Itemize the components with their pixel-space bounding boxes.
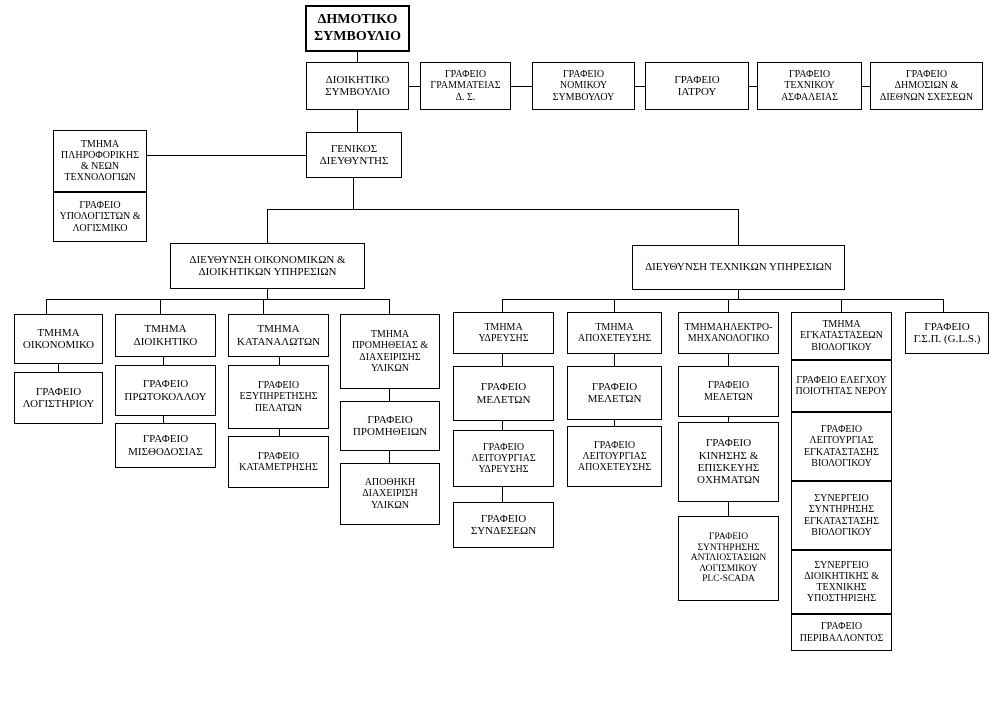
tech-office-sewerage-studies: ΓΡΑΦΕΙΟ ΜΕΛΕΤΩΝ bbox=[567, 366, 662, 420]
tech-office-sewerage-operation: ΓΡΑΦΕΙΟ ΛΕΙΤΟΥΡΓΙΑΣ ΑΠΟΧΕΤΕΥΣΗΣ bbox=[567, 426, 662, 487]
administrative-board-box: ΔΙΟΙΚΗΤΙΚΟ ΣΥΜΒΟΥΛΙΟ bbox=[306, 62, 409, 110]
it-department-box: ΤΜΗΜΑ ΠΛΗΡΟΦΟΡΙΚΗΣ & ΝΕΩΝ ΤΕΧΝΟΛΟΓΙΩΝ bbox=[53, 130, 147, 192]
finance-office-customer-service: ΓΡΑΦΕΙΟ ΕΞΥΠΗΡΕΤΗΣΗΣ ΠΕΛΑΤΩΝ bbox=[228, 365, 329, 429]
staff-office-legal: ΓΡΑΦΕΙΟ ΝΟΜΙΚΟΥ ΣΥΜΒΟΥΛΟΥ bbox=[532, 62, 635, 110]
staff-office-safety: ΓΡΑΦΕΙΟ ΤΕΧΝΙΚΟΥ ΑΣΦΑΛΕΙΑΣ bbox=[757, 62, 862, 110]
tech-dept-biological: ΤΜΗΜΑ ΕΓΚΑΤΑΣΤΑΣΕΩΝ ΒΙΟΛΟΓΙΚΟΥ bbox=[791, 312, 892, 360]
finance-directorate-box: ΔΙΕΥΘΥΝΣΗ ΟΙΚΟΝΟΜΙΚΩΝ & ΔΙΟΙΚΗΤΙΚΩΝ ΥΠΗΡ… bbox=[170, 243, 365, 289]
tech-office-em-studies: ΓΡΑΦΕΙΟ ΜΕΛΕΤΩΝ bbox=[678, 366, 779, 417]
general-director-box: ΓΕΝΙΚΟΣ ΔΙΕΥΘΥΝΤΗΣ bbox=[306, 132, 402, 178]
technical-directorate-box: ΔΙΕΥΘΥΝΣΗ ΤΕΧΝΙΚΩΝ ΥΠΗΡΕΣΙΩΝ bbox=[632, 245, 845, 290]
finance-office-metering: ΓΡΑΦΕΙΟ ΚΑΤΑΜΕΤΡΗΣΗΣ bbox=[228, 436, 329, 488]
tech-workshop-biological-maintenance: ΣΥΝΕΡΓΕΙΟ ΣΥΝΤΗΡΗΣΗΣ ΕΓΚΑΤΑΣΤΑΣΗΣ ΒΙΟΛΟΓ… bbox=[791, 481, 892, 550]
tech-office-vehicles: ΓΡΑΦΕΙΟ ΚΙΝΗΣΗΣ & ΕΠΙΣΚΕΥΗΣ ΟΧΗΜΑΤΩΝ bbox=[678, 422, 779, 502]
tech-dept-sewerage: ΤΜΗΜΑ ΑΠΟΧΕΤΕΥΣΗΣ bbox=[567, 312, 662, 354]
staff-office-public-relations: ΓΡΑΦΕΙΟ ΔΗΜΟΣΙΩΝ & ΔΙΕΘΝΩΝ ΣΧΕΣΕΩΝ bbox=[870, 62, 983, 110]
tech-office-connections: ΓΡΑΦΕΙΟ ΣΥΝΔΕΣΕΩΝ bbox=[453, 502, 554, 548]
tech-office-biological-operation: ΓΡΑΦΕΙΟ ΛΕΙΤΟΥΡΓΙΑΣ ΕΓΚΑΤΑΣΤΑΣΗΣ ΒΙΟΛΟΓΙ… bbox=[791, 412, 892, 481]
finance-office-accounting: ΓΡΑΦΕΙΟ ΛΟΓΙΣΤΗΡΙΟΥ bbox=[14, 372, 103, 424]
finance-office-payroll: ΓΡΑΦΕΙΟ ΜΙΣΘΟΔΟΣΙΑΣ bbox=[115, 423, 216, 468]
tech-office-environment: ΓΡΑΦΕΙΟ ΠΕΡΙΒΑΛΛΟΝΤΟΣ bbox=[791, 614, 892, 651]
it-office-box: ΓΡΑΦΕΙΟ ΥΠΟΛΟΓΙΣΤΩΝ & ΛΟΓΙΣΜΙΚΟ bbox=[53, 192, 147, 242]
finance-dept-economic: ΤΜΗΜΑ ΟΙΚΟΝΟΜΙΚΟ bbox=[14, 314, 103, 364]
tech-workshop-support: ΣΥΝΕΡΓΕΙΟ ΔΙΟΙΚΗΤΙΚΗΣ & ΤΕΧΝΙΚΗΣ ΥΠΟΣΤΗΡ… bbox=[791, 550, 892, 614]
finance-office-warehouse: ΑΠΟΘΗΚΗ ΔΙΑΧΕΙΡΙΣΗ ΥΛΙΚΩΝ bbox=[340, 463, 440, 525]
finance-office-procurement: ΓΡΑΦΕΙΟ ΠΡΟΜΗΘΕΙΩΝ bbox=[340, 401, 440, 451]
tech-office-water-quality: ΓΡΑΦΕΙΟ ΕΛΕΓΧΟΥ ΠΟΙΟΤΗΤΑΣ ΝΕΡΟΥ bbox=[791, 360, 892, 412]
finance-dept-administrative: ΤΜΗΜΑ ΔΙΟΙΚΗΤΙΚΟ bbox=[115, 314, 216, 357]
finance-dept-procurement: ΤΜΗΜΑ ΠΡΟΜΗΘΕΙΑΣ & ΔΙΑΧΕΙΡΙΣΗΣ ΥΛΙΚΩΝ bbox=[340, 314, 440, 389]
tech-office-water-studies: ΓΡΑΦΕΙΟ ΜΕΛΕΤΩΝ bbox=[453, 366, 554, 421]
finance-dept-consumers: ΤΜΗΜΑ ΚΑΤΑΝΑΛΩΤΩΝ bbox=[228, 314, 329, 357]
municipal-council-box: ΔΗΜΟΤΙΚΟ ΣΥΜΒΟΥΛΙΟ bbox=[305, 5, 410, 52]
tech-office-gis: ΓΡΑΦΕΙΟ Γ.Σ.Π. (G.L.S.) bbox=[905, 312, 989, 354]
staff-office-doctor: ΓΡΑΦΕΙΟ ΙΑΤΡΟΥ bbox=[645, 62, 749, 110]
tech-office-plc-scada: ΓΡΑΦΕΙΟ ΣΥΝΤΗΡΗΣΗΣ ΑΝΤΛΙΟΣΤΑΣΙΩΝ ΛΟΓΙΣΜΙ… bbox=[678, 516, 779, 601]
staff-office-secretariat: ΓΡΑΦΕΙΟ ΓΡΑΜΜΑΤΕΙΑΣ Δ. Σ. bbox=[420, 62, 511, 110]
tech-dept-water-supply: ΤΜΗΜΑ ΥΔΡΕΥΣΗΣ bbox=[453, 312, 554, 354]
finance-office-protocol: ΓΡΑΦΕΙΟ ΠΡΩΤΟΚΟΛΛΟΥ bbox=[115, 365, 216, 416]
tech-office-water-operation: ΓΡΑΦΕΙΟ ΛΕΙΤΟΥΡΓΙΑΣ ΥΔΡΕΥΣΗΣ bbox=[453, 430, 554, 487]
tech-dept-electromechanical: ΤΜΗΜΑΗΛΕΚΤΡΟ- ΜΗΧΑΝΟΛΟΓΙΚΟ bbox=[678, 312, 779, 354]
